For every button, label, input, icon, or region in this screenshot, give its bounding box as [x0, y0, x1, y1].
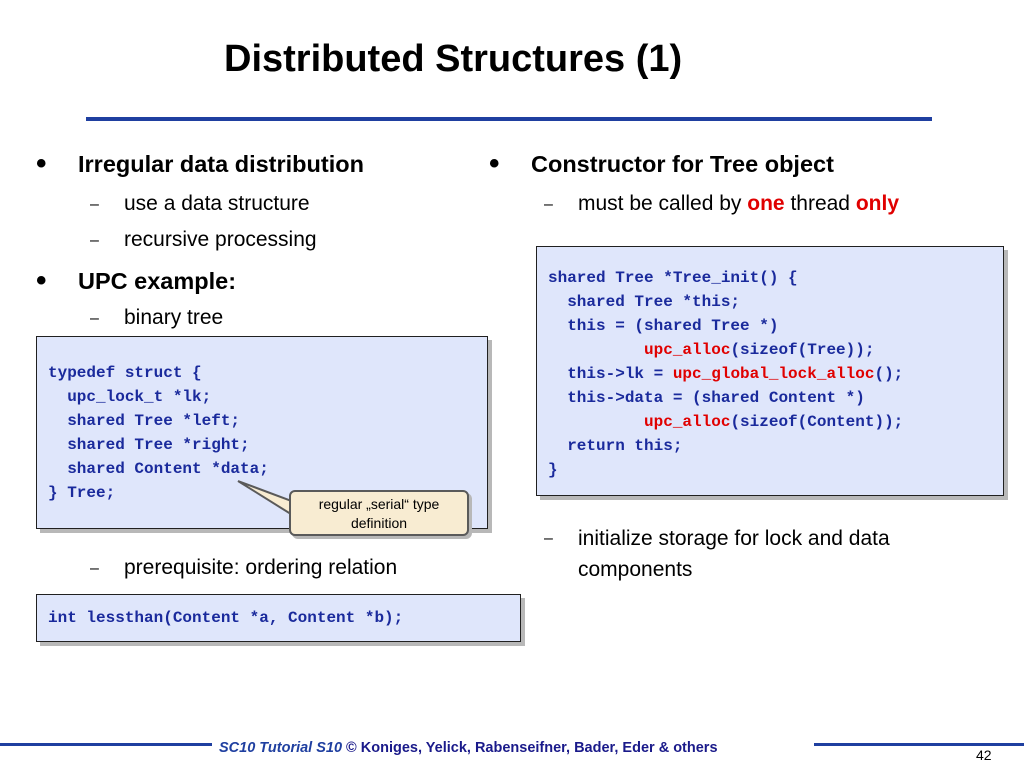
bullet-dot-icon: • — [36, 147, 47, 180]
dash-icon: – — [544, 530, 553, 547]
dash-icon: – — [90, 310, 99, 327]
code-line: typedef struct { — [48, 364, 202, 382]
code-line: this->data = (shared Content *) — [548, 389, 865, 407]
code-line: shared Tree *right; — [48, 436, 250, 454]
code-box-lessthan: int lessthan(Content *a, Content *b); — [36, 594, 521, 642]
code-line: } — [548, 461, 558, 479]
sub-bullet-one-thread: – must be called by one thread only — [544, 192, 899, 216]
bullet-constructor: • Constructor for Tree object — [489, 147, 834, 180]
sub-text: thread — [784, 192, 856, 215]
code-line: upc_alloc(sizeof(Tree)); — [548, 338, 1003, 362]
sub-text: use a data structure — [124, 192, 310, 215]
emphasis-one: one — [747, 192, 785, 215]
code-line: upc_lock_t *lk; — [48, 388, 212, 406]
title-underline — [86, 117, 932, 121]
sub-text: initialize storage for lock and data — [578, 527, 890, 550]
dash-icon: – — [90, 196, 99, 213]
footer-credits: SC10 Tutorial S10 © Koniges, Yelick, Rab… — [219, 740, 718, 756]
footer-authors: © Koniges, Yelick, Rabenseifner, Bader, … — [342, 740, 718, 756]
code-function: upc_alloc — [644, 341, 731, 359]
sub-bullet-data-structure: – use a data structure — [90, 192, 310, 216]
code-args: (); — [874, 365, 904, 383]
code-function: upc_alloc — [644, 413, 731, 431]
code-args: (sizeof(Content)); — [730, 413, 904, 431]
code-text: this->lk = — [548, 365, 673, 383]
sub-text: prerequisite: ordering relation — [124, 556, 398, 579]
footer-tutorial: SC10 Tutorial S10 — [219, 740, 343, 756]
code-function: upc_global_lock_alloc — [672, 365, 875, 383]
footer-rule-left — [0, 743, 212, 746]
code-line: int lessthan(Content *a, Content *b); — [48, 609, 404, 627]
bullet-text: Irregular data distribution — [78, 151, 364, 177]
code-line: return this; — [548, 437, 683, 455]
bullet-dot-icon: • — [36, 264, 47, 297]
bullet-irregular-data: • Irregular data distribution — [36, 147, 364, 180]
code-box-tree-init: shared Tree *Tree_init() { shared Tree *… — [536, 246, 1004, 496]
code-line: this = (shared Tree *) — [548, 317, 779, 335]
emphasis-only: only — [855, 192, 899, 215]
sub-bullet-prerequisite: – prerequisite: ordering relation — [90, 556, 398, 580]
bullet-text: Constructor for Tree object — [531, 151, 834, 177]
sub-text: must be called by — [578, 192, 748, 215]
code-line: shared Content *data; — [48, 460, 269, 478]
slide-title: Distributed Structures (1) — [224, 38, 683, 80]
page-number: 42 — [976, 747, 992, 763]
sub-bullet-initialize-storage: – initialize storage for lock and data c… — [544, 523, 890, 585]
sub-text: components — [578, 558, 693, 581]
dash-icon: – — [90, 232, 99, 249]
footer-rule-right — [814, 743, 1024, 746]
sub-bullet-recursive: – recursive processing — [90, 228, 317, 252]
code-line: upc_alloc(sizeof(Content)); — [548, 410, 1003, 434]
code-line: shared Tree *left; — [48, 412, 241, 430]
code-indent — [548, 341, 644, 359]
callout-serial-type: regular „serial“ type definition — [289, 490, 469, 536]
code-line: shared Tree *Tree_init() { — [548, 269, 798, 287]
code-line: shared Tree *this; — [548, 293, 741, 311]
sub-text: recursive processing — [124, 228, 317, 251]
code-args: (sizeof(Tree)); — [730, 341, 875, 359]
bullet-text: UPC example: — [78, 268, 237, 294]
dash-icon: – — [90, 560, 99, 577]
bullet-dot-icon: • — [489, 147, 500, 180]
code-indent — [548, 413, 644, 431]
dash-icon: – — [544, 196, 553, 213]
bullet-upc-example: • UPC example: — [36, 264, 237, 297]
code-line: this->lk = upc_global_lock_alloc(); — [548, 362, 1003, 386]
sub-text: binary tree — [124, 306, 224, 329]
code-line: } Tree; — [48, 484, 116, 502]
sub-bullet-binary-tree: – binary tree — [90, 306, 224, 330]
